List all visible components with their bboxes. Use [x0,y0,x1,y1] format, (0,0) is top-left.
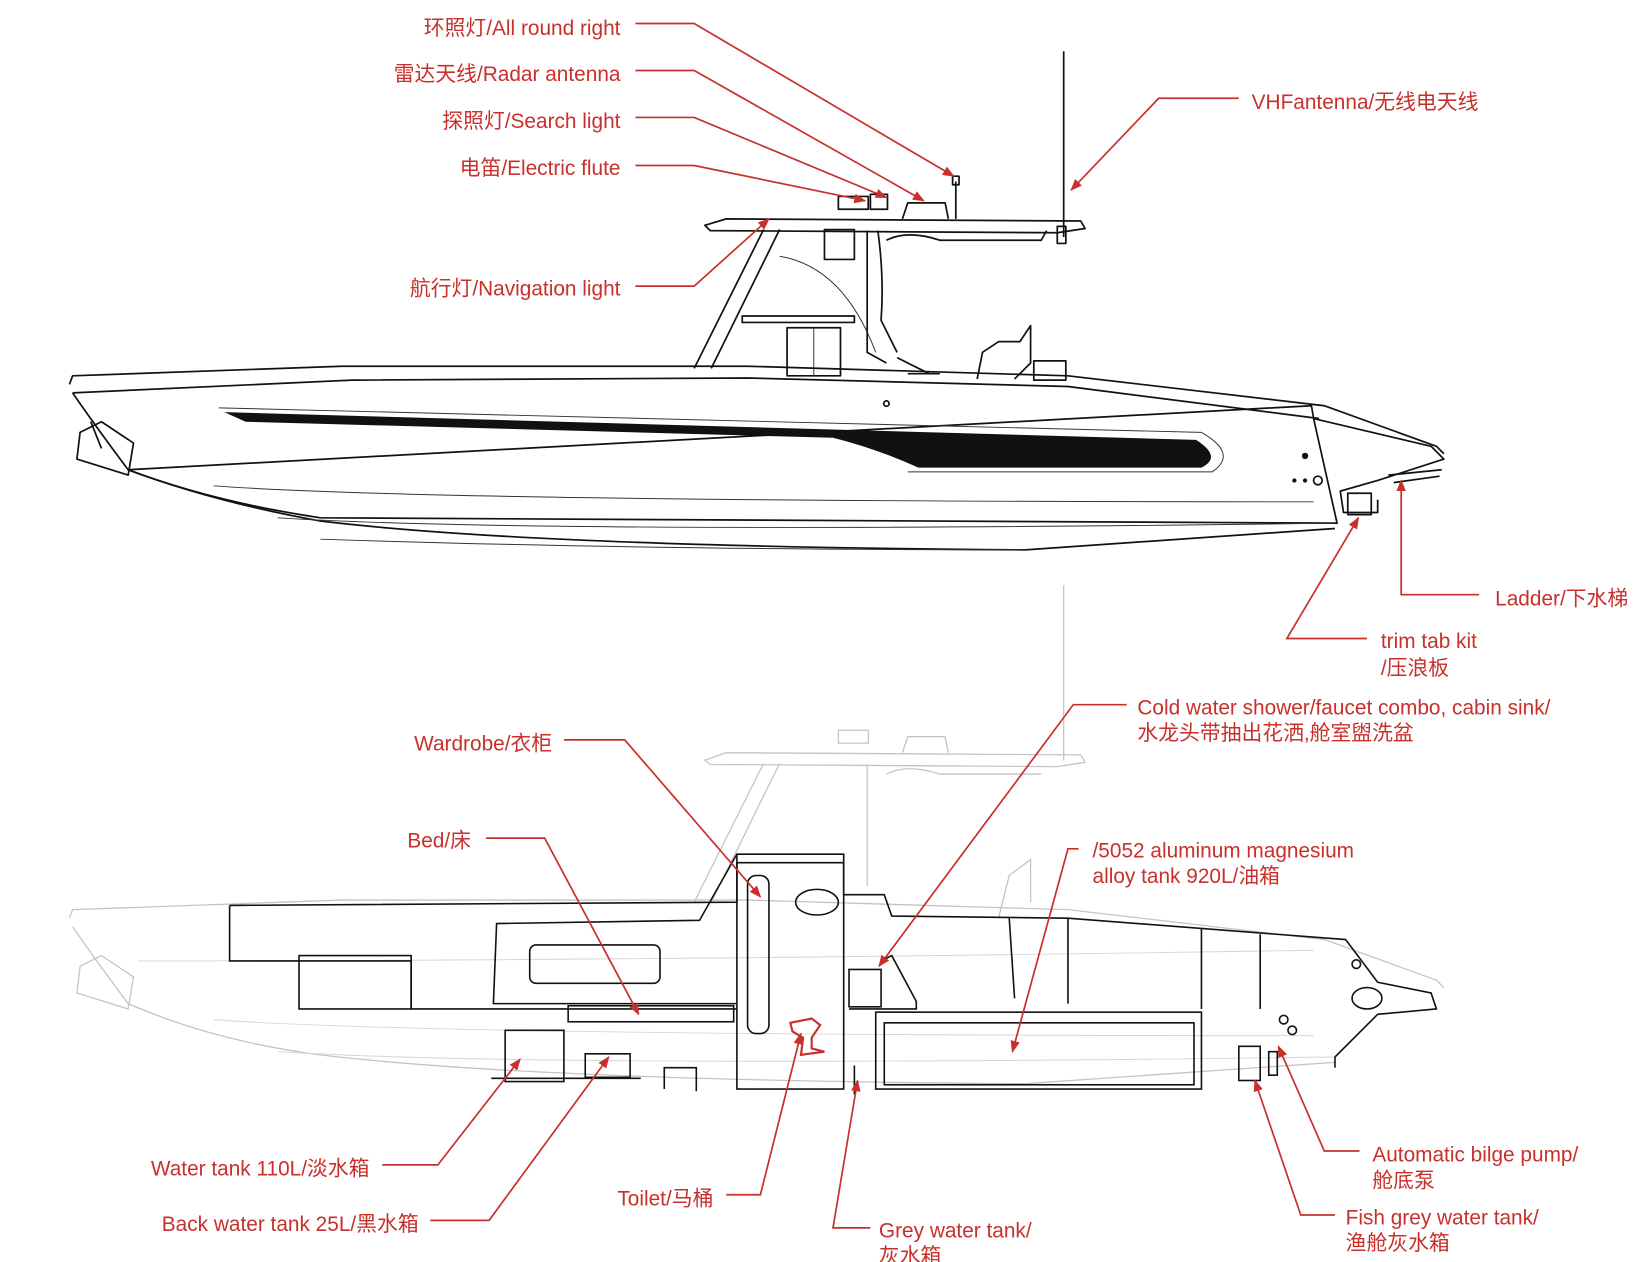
label-fuel-tank-1: /5052 aluminum magnesium [1093,839,1354,862]
trim-tab [1346,492,1373,516]
label-electric-flute: 电笛/Electric flute [460,157,621,180]
label-water-tank: Water tank 110L/淡水箱 [151,1158,370,1181]
label-fuel-tank-2: alloy tank 920L/油箱 [1093,865,1280,888]
porthole [794,888,840,916]
bed [567,1004,735,1023]
black-water-tank [584,1053,631,1079]
stern [1313,417,1445,514]
label-fish-grey-2: 渔舱灰水箱 [1346,1232,1450,1255]
label-grey-water-2: 灰水箱 [879,1245,941,1262]
label-wardrobe: Wardrobe/衣柜 [414,733,552,756]
leader-lines [382,22,1480,1229]
label-toilet: Toilet/马桶 [617,1187,713,1210]
hull-stripe [224,412,1211,468]
bow-anchor [76,420,135,476]
toilet [788,1017,825,1057]
label-trim-tab-2: /压浪板 [1381,657,1449,680]
label-search-light: 探照灯/Search light [442,110,620,133]
console-box [736,861,845,1090]
fish-grey-water-tank [1238,1045,1261,1082]
sink [848,968,882,1008]
bilge-pump [1267,1050,1279,1076]
label-navigation-light: 航行灯/Navigation light [410,278,621,301]
label-fish-grey-1: Fish grey water tank/ [1346,1207,1539,1230]
label-grey-water-1: Grey water tank/ [879,1219,1032,1242]
labels: 环照灯/All round right 雷达天线/Radar antenna 探… [151,17,1628,1262]
ladder [1388,468,1442,484]
label-trim-tab-1: trim tab kit [1381,630,1477,653]
label-shower-2: 水龙头带抽出花洒,舱室盥洗盆 [1137,722,1414,745]
label-bilge-pump-2: 舱底泵 [1372,1169,1434,1192]
wardrobe [746,874,770,1035]
t-top-roof [704,218,1086,234]
label-shower-1: Cold water shower/faucet combo, cabin si… [1137,696,1550,719]
label-black-water-tank: Back water tank 25L/黑水箱 [162,1213,419,1236]
label-bed: Bed/床 [407,830,471,853]
label-bilge-pump-1: Automatic bilge pump/ [1372,1144,1578,1167]
cabin-wall [492,853,738,1005]
label-vhf-antenna: VHFantenna/无线电天线 [1252,91,1479,114]
fuel-tank [874,1011,1203,1090]
cabin-window [528,944,661,985]
label-ladder: Ladder/下水梯 [1495,587,1628,610]
label-radar-antenna: 雷达天线/Radar antenna [394,63,621,86]
label-all-round-light: 环照灯/All round right [424,17,621,40]
forward-locker [298,954,412,1010]
boat-profile-exterior [68,51,1445,551]
boat-profile-interior [68,585,1445,1095]
electric-horn [837,195,870,211]
fresh-water-tank [504,1029,565,1083]
gunwale [68,365,1445,455]
radar-antenna [901,202,950,220]
